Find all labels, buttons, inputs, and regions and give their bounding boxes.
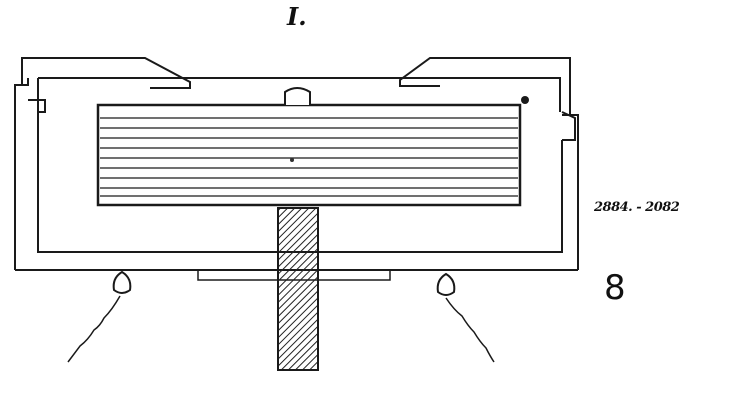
hatched-shaft	[277, 207, 319, 371]
figure-title: I.	[287, 2, 307, 31]
knob	[284, 87, 311, 105]
wire-right	[445, 297, 495, 363]
laminated-block	[96, 103, 522, 207]
outer-frame	[14, 57, 579, 270]
terminal-right	[436, 272, 456, 296]
figure-number: 8	[604, 268, 626, 308]
terminal-left	[112, 270, 132, 294]
reference-code: 2884. - 2082	[594, 200, 680, 215]
lamination-lines	[100, 117, 518, 197]
wire-left	[67, 295, 121, 363]
screw-dot	[521, 96, 529, 104]
